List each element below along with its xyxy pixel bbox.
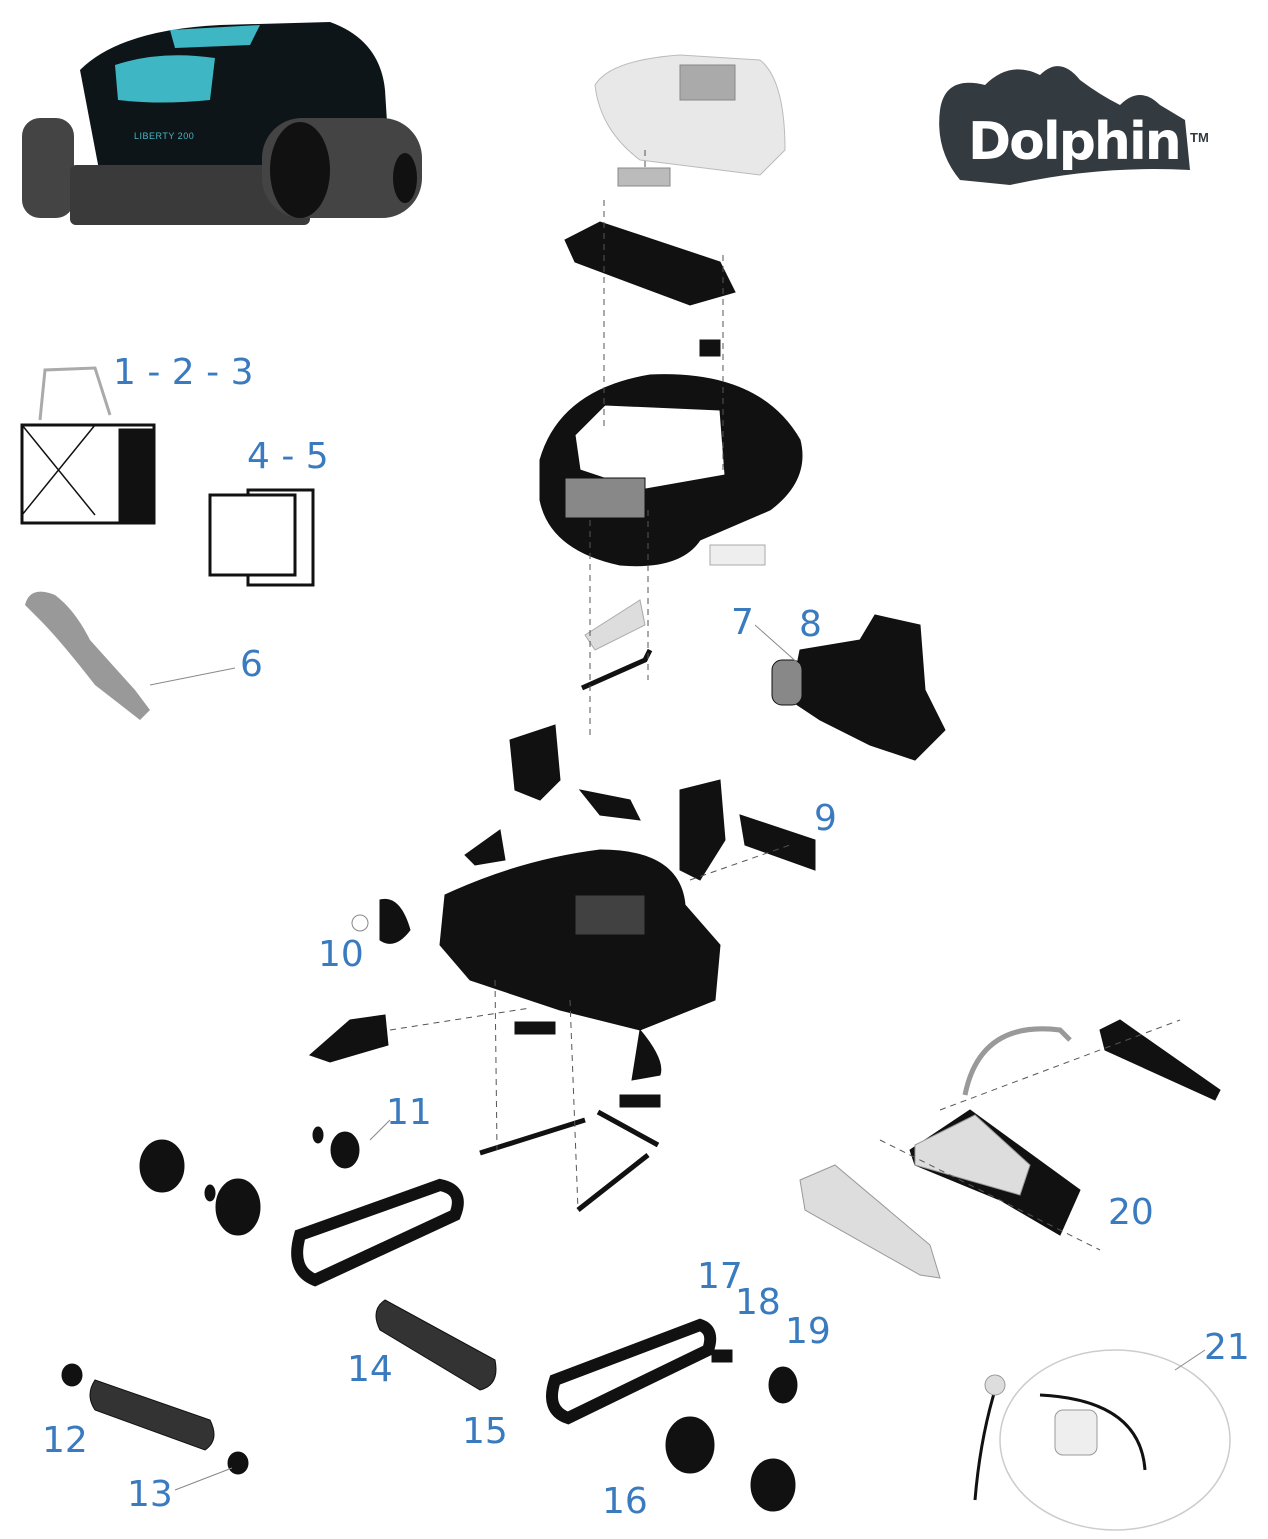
label-15: 15 — [462, 1411, 508, 1452]
label-6: 6 — [240, 644, 263, 685]
filter-panels — [208, 488, 315, 587]
filter-basket — [20, 366, 156, 525]
logo-shape — [939, 66, 1190, 185]
power-supply — [973, 1349, 1231, 1531]
callout-lines — [149, 624, 1206, 1491]
robot-photo — [22, 22, 422, 225]
label-12: 12 — [42, 1420, 88, 1461]
trademark: TM — [1190, 130, 1209, 145]
label-19: 19 — [785, 1311, 831, 1352]
dolphin-logo: Dolphin — [967, 111, 1184, 174]
label-8: 8 — [799, 604, 822, 645]
label-16: 16 — [602, 1481, 648, 1522]
label-1-2-3: 1 - 2 - 3 — [113, 352, 254, 393]
top-cover — [594, 54, 786, 176]
robot-model-name: LIBERTY 200 — [134, 131, 195, 141]
label-7: 7 — [731, 602, 754, 643]
assembly-lines — [389, 150, 1181, 1251]
upper-plate — [564, 221, 736, 306]
chassis — [439, 849, 721, 1031]
brush — [375, 1299, 497, 1391]
motor-unit — [789, 614, 946, 761]
track-belt — [291, 1178, 464, 1287]
label-13: 13 — [127, 1474, 173, 1515]
label-10: 10 — [318, 934, 364, 975]
label-20: 20 — [1108, 1192, 1154, 1233]
label-14: 14 — [347, 1349, 393, 1390]
label-21: 21 — [1204, 1327, 1250, 1368]
label-11: 11 — [386, 1092, 432, 1133]
label-9: 9 — [814, 798, 837, 839]
label-17: 17 — [697, 1256, 743, 1297]
hook-tool — [25, 591, 150, 720]
label-4-5: 4 - 5 — [247, 436, 329, 477]
label-18: 18 — [735, 1282, 781, 1323]
